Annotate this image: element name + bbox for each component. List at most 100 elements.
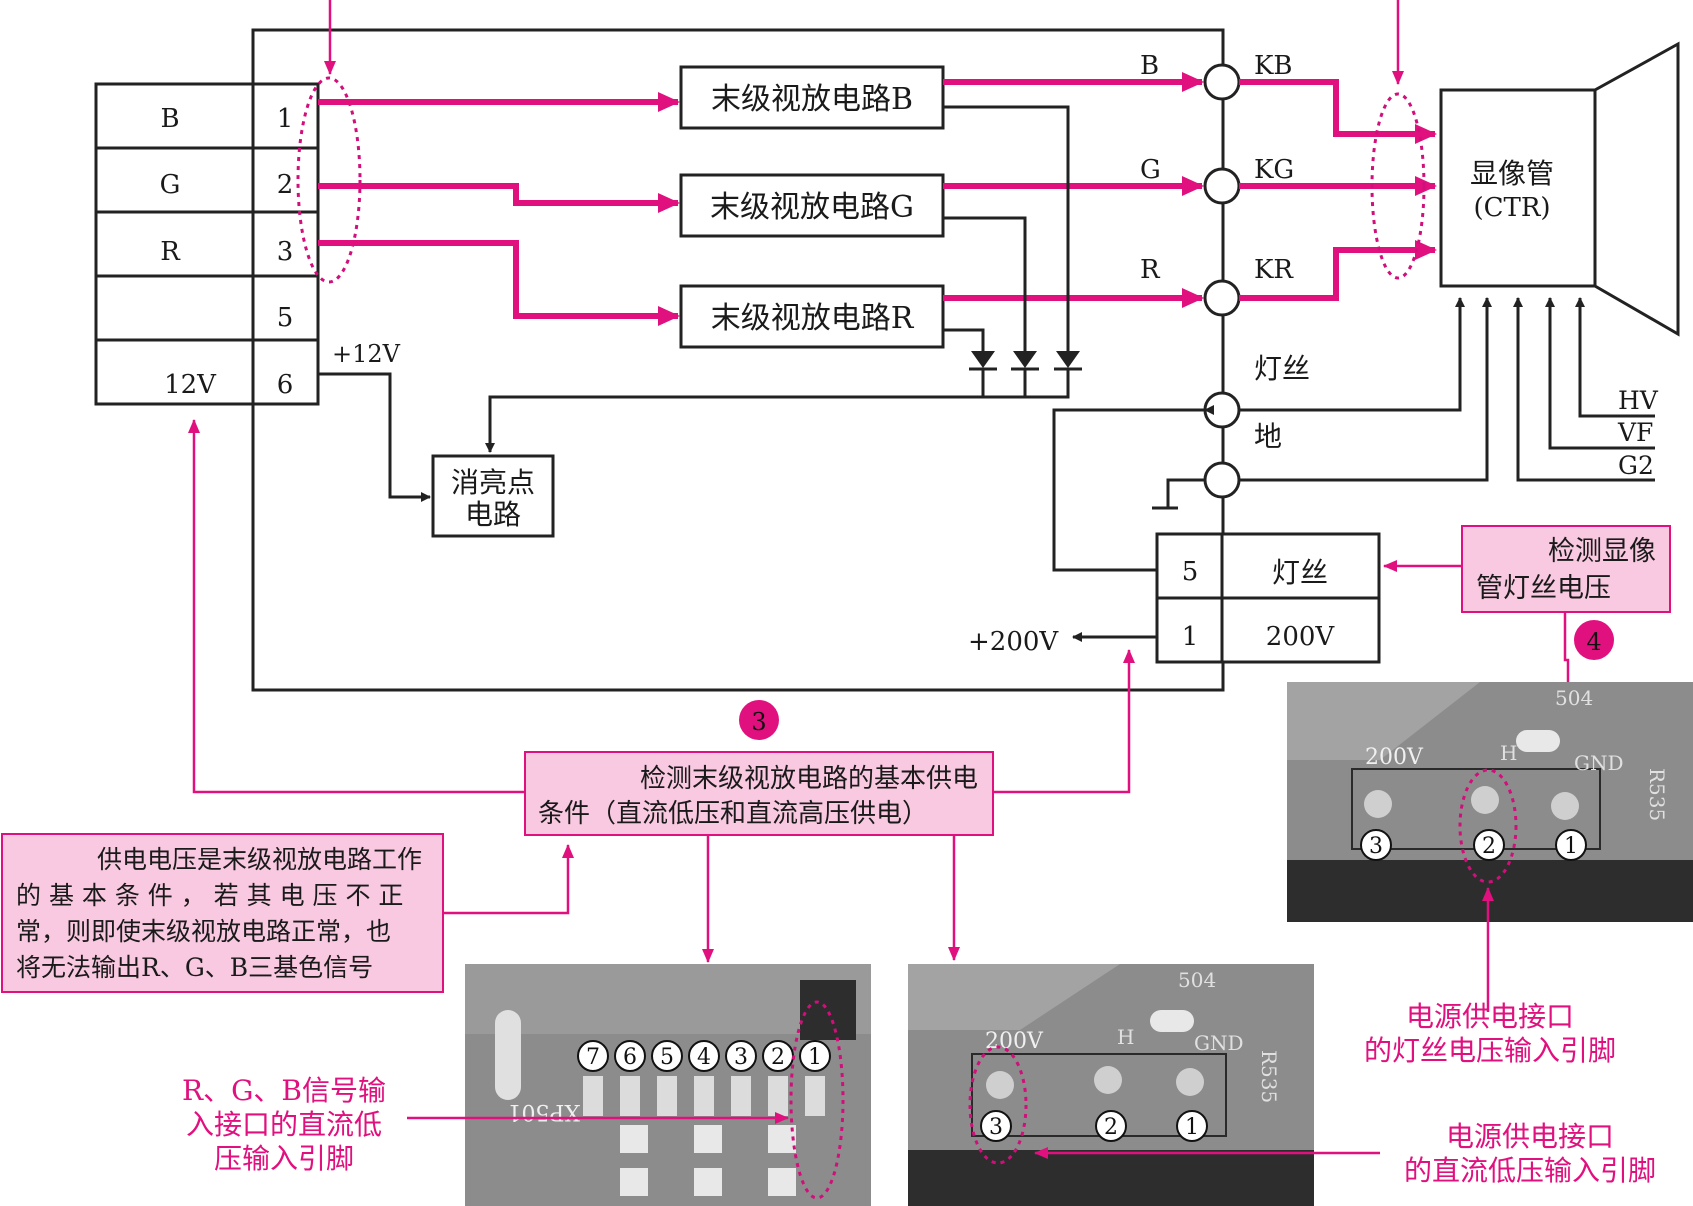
connector-signal-12v: 12V (164, 370, 217, 400)
amp-g: 末级视放电路G (679, 173, 945, 238)
callout-4-line-2: 管灯丝电压 (1476, 573, 1611, 604)
amp-b-label: 末级视放电路B (711, 82, 913, 117)
callout-3-number: 3 (751, 708, 766, 736)
callout-3-to-200v-arrow (993, 649, 1135, 794)
power-name-5: 灯丝 (1272, 556, 1328, 589)
crt: 显像管 (CTR) (1439, 41, 1680, 337)
label-kr: KR (1254, 255, 1294, 285)
photo-mb-pin-labels: 3 2 1 (980, 1110, 1208, 1142)
blanking-label-2: 电路 (465, 498, 521, 531)
photo-rt-silk-gnd: GND (1574, 751, 1624, 775)
amp-g-label: 末级视放电路G (710, 190, 914, 225)
photo-mb-silk-h: H (1117, 1025, 1134, 1049)
callout-4-badge (1574, 620, 1614, 660)
label-r: R (1140, 255, 1161, 285)
connector-pin-2: 2 (277, 170, 294, 200)
diode-network (485, 105, 1082, 453)
label-g: G (1140, 155, 1161, 185)
filament-pin-note-line-1: 电源供电接口 (1406, 1000, 1574, 1033)
photo-mb-pin-3: 3 (989, 1115, 1003, 1140)
photo-mb-silk-200v: 200V (985, 1029, 1044, 1054)
callout-3-to-12v-arrow (188, 419, 525, 794)
rgb-pin-note-line-2: 入接口的直流低 (186, 1108, 382, 1141)
rgb-pin-note-line-3: 压输入引脚 (214, 1142, 354, 1175)
power-lv-note-line-2: 的直流低压输入引脚 (1404, 1154, 1656, 1187)
supply-note-line-4: 将无法输出R、G、B三基色信号 (16, 953, 373, 982)
label-filament: 灯丝 (1254, 352, 1310, 385)
callout-3: 3 检测末级视放电路的基本供电 条件（直流低压和直流高压供电） (524, 700, 994, 836)
supply-note-arrow (443, 844, 574, 915)
photo-lb-pins (583, 1076, 825, 1196)
photo-lb-pin-5: 5 (660, 1045, 674, 1070)
connector-pin-6: 6 (277, 370, 294, 400)
photo-mb-silk-r535: R535 (1257, 1050, 1281, 1103)
photo-lb-pin-labels: 7 6 5 4 3 2 1 (577, 1040, 831, 1072)
photo-lb-silk-xp501: XP501 (508, 1099, 580, 1124)
photo-rt-silk-h: H (1500, 741, 1517, 765)
rgb-input-signal-lines (318, 92, 680, 326)
photo-rt-silk-504: 504 (1555, 686, 1593, 710)
label-kb: KB (1254, 51, 1293, 81)
input-pins-highlight (296, 76, 362, 284)
connector-signal-b: B (160, 104, 179, 134)
photo-low-voltage-connector: 200V H GND 504 R535 3 2 1 (908, 964, 1314, 1206)
photo-mb-pin-1: 1 (1185, 1115, 1199, 1140)
filament-pin-note: 电源供电接口 的灯丝电压输入引脚 (1364, 1000, 1616, 1067)
crt-input-hv: HV (1618, 386, 1659, 415)
photo-rt-silk-r535: R535 (1645, 768, 1669, 821)
photo-mb-silk-504: 504 (1178, 968, 1216, 992)
connector-pin-3: 3 (277, 237, 294, 267)
photo-lb-pin-1: 1 (808, 1045, 822, 1070)
signal-connector: B 1 G 2 R 3 5 12V 6 (94, 82, 320, 406)
photo-lb-pin-7: 7 (586, 1045, 600, 1070)
photo-mb-pin-2: 2 (1104, 1115, 1118, 1140)
power-pin-1: 1 (1182, 622, 1199, 652)
power-lv-note: 电源供电接口 的直流低压输入引脚 (1404, 1120, 1656, 1187)
crt-input-highlight (1370, 92, 1426, 280)
power-pin-5: 5 (1182, 557, 1199, 587)
label-ground: 地 (1254, 420, 1282, 453)
power-name-1: 200V (1266, 622, 1336, 652)
callout-4: 检测显像 管灯丝电压 4 (1461, 525, 1671, 660)
supply-note-line-3: 常，则即使末级视放电路正常，也 (16, 917, 391, 946)
plus12v-wire (318, 372, 431, 502)
crt-label-1: 显像管 (1470, 157, 1554, 190)
connector-signal-r: R (160, 237, 181, 267)
callout-4-number: 4 (1586, 628, 1601, 656)
crt-input-vf: VF (1617, 418, 1653, 447)
connector-signal-g: G (160, 170, 181, 200)
label-kg: KG (1254, 155, 1294, 185)
plus200v-label: +200V (968, 627, 1059, 657)
power-connector: 5 灯丝 1 200V (1155, 532, 1381, 664)
photo-rt-pin-2: 2 (1482, 834, 1496, 859)
amp-r-label: 末级视放电路R (711, 301, 915, 336)
power-lv-note-line-1: 电源供电接口 (1446, 1120, 1614, 1153)
photo-filament-connector: 200V H GND 504 R535 3 2 1 (1287, 682, 1693, 922)
blanking-label-1: 消亮点 (451, 466, 535, 499)
rgb-pin-note-line-1: R、G、B信号输 (182, 1074, 386, 1107)
crt-label-2: (CTR) (1473, 193, 1550, 223)
photo-lb-pin-2: 2 (771, 1045, 785, 1070)
callout-3-line-1: 检测末级视放电路的基本供电 (640, 764, 978, 794)
photo-lb-pin-4: 4 (697, 1045, 711, 1070)
supply-note-line-1: 供电电压是末级视放电路工作 (97, 845, 422, 874)
callout-3-badge (739, 700, 779, 740)
label-b: B (1140, 51, 1159, 81)
filament-wire (1052, 405, 1214, 572)
photo-rgb-connector: XP501 7 6 5 4 3 2 1 (465, 964, 871, 1206)
photo-rt-pin-3: 3 (1369, 834, 1383, 859)
amp-b: 末级视放电路B (679, 65, 945, 130)
crt-cathode-lines (1239, 79, 1437, 301)
connector-pin-1: 1 (277, 104, 294, 134)
callout-3-line-2: 条件（直流低压和直流高压供电） (538, 799, 928, 829)
connector-pin-5: 5 (277, 303, 294, 333)
photo-rt-silk-200v: 200V (1365, 745, 1424, 770)
plus12v-label: +12V (332, 340, 401, 368)
photo-rt-pin-labels: 3 2 1 (1360, 829, 1587, 861)
crt-bottom-inputs (1239, 297, 1655, 482)
photo-mb-silk-gnd: GND (1194, 1031, 1244, 1055)
photo-lb-pin-6: 6 (623, 1045, 637, 1070)
ground-wire (1152, 478, 1205, 510)
